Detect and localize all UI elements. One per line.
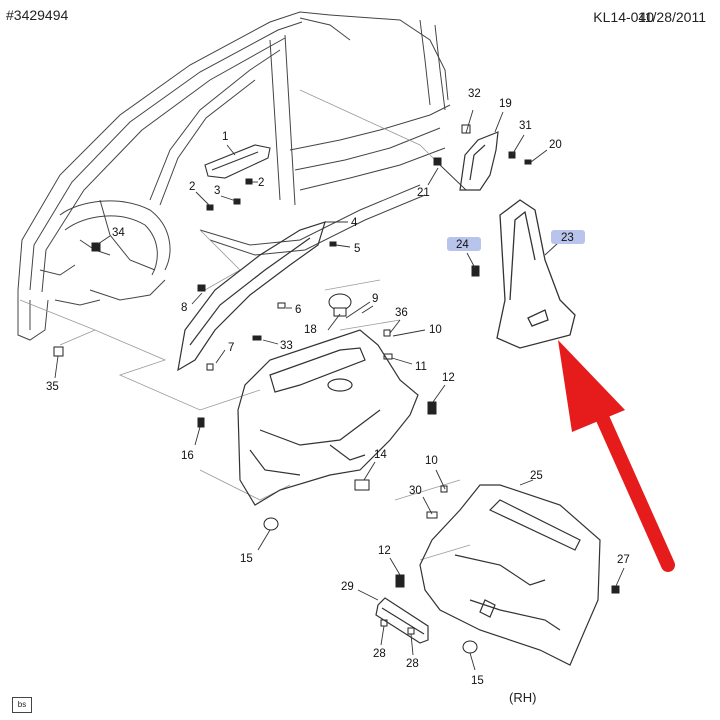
callout-14: 14 bbox=[374, 449, 387, 461]
callout-30: 30 bbox=[409, 485, 422, 497]
callout-3: 3 bbox=[214, 185, 220, 197]
callout-7: 7 bbox=[228, 342, 234, 354]
part-9-quarter-trim bbox=[237, 329, 419, 506]
callout-25: 25 bbox=[530, 470, 543, 482]
part-23-pillar-trim bbox=[496, 199, 576, 349]
callout-35: 35 bbox=[46, 381, 59, 393]
callout-24-highlight bbox=[447, 237, 481, 251]
callout-12b: 12 bbox=[378, 545, 391, 557]
callout-28a: 28 bbox=[373, 648, 386, 660]
callout-2a: 2 bbox=[189, 181, 195, 193]
reference-date: 11/28/2011 bbox=[638, 9, 706, 25]
callout-23: 23 bbox=[561, 232, 574, 244]
callout-15b: 15 bbox=[471, 675, 484, 687]
callout-33: 33 bbox=[280, 340, 293, 352]
guide-lines bbox=[19, 89, 471, 561]
callout-1: 1 bbox=[222, 131, 228, 143]
part-29-sill-plate bbox=[375, 597, 429, 644]
callout-15a: 15 bbox=[240, 553, 253, 565]
image-id-label: #3429494 bbox=[6, 7, 69, 23]
callout-34: 34 bbox=[112, 227, 125, 239]
red-arrow bbox=[558, 340, 675, 572]
callout-4: 4 bbox=[351, 217, 358, 229]
callout-10b: 10 bbox=[425, 455, 438, 467]
callout-2b: 2 bbox=[258, 177, 264, 189]
side-label: (RH) bbox=[509, 690, 537, 705]
callout-31: 31 bbox=[519, 120, 532, 132]
callout-29: 29 bbox=[341, 581, 354, 593]
callout-numbers: 1 2 2 3 4 5 6 7 8 9 10 10 11 12 12 14 15… bbox=[46, 88, 630, 687]
part-1-bracket bbox=[204, 144, 271, 179]
callout-5: 5 bbox=[354, 243, 360, 255]
callout-10a: 10 bbox=[429, 324, 442, 336]
callout-36: 36 bbox=[395, 307, 408, 319]
reference-code: KL14-040 bbox=[593, 9, 654, 25]
callout-23-highlight bbox=[551, 230, 585, 244]
callout-16: 16 bbox=[181, 450, 194, 462]
callout-21: 21 bbox=[417, 187, 430, 199]
callout-9: 9 bbox=[372, 293, 378, 305]
callout-11: 11 bbox=[415, 361, 427, 373]
leader-lines bbox=[54, 109, 625, 671]
callout-32: 32 bbox=[468, 88, 481, 100]
callout-18: 18 bbox=[304, 324, 317, 336]
body-frame bbox=[17, 11, 451, 341]
part-19-upper-trim bbox=[459, 131, 499, 191]
callout-8: 8 bbox=[181, 302, 187, 314]
callout-19: 19 bbox=[499, 98, 512, 110]
callout-28b: 28 bbox=[406, 658, 419, 670]
callout-24: 24 bbox=[456, 239, 469, 251]
part-4-pillar-trim bbox=[177, 221, 326, 372]
bs-logo: bs bbox=[12, 697, 32, 713]
callout-6: 6 bbox=[295, 304, 301, 316]
callout-12a: 12 bbox=[442, 372, 455, 384]
fasteners bbox=[53, 124, 620, 654]
callout-20: 20 bbox=[549, 139, 562, 151]
part-25-rh-quarter-trim bbox=[419, 484, 601, 666]
callout-27: 27 bbox=[617, 554, 630, 566]
